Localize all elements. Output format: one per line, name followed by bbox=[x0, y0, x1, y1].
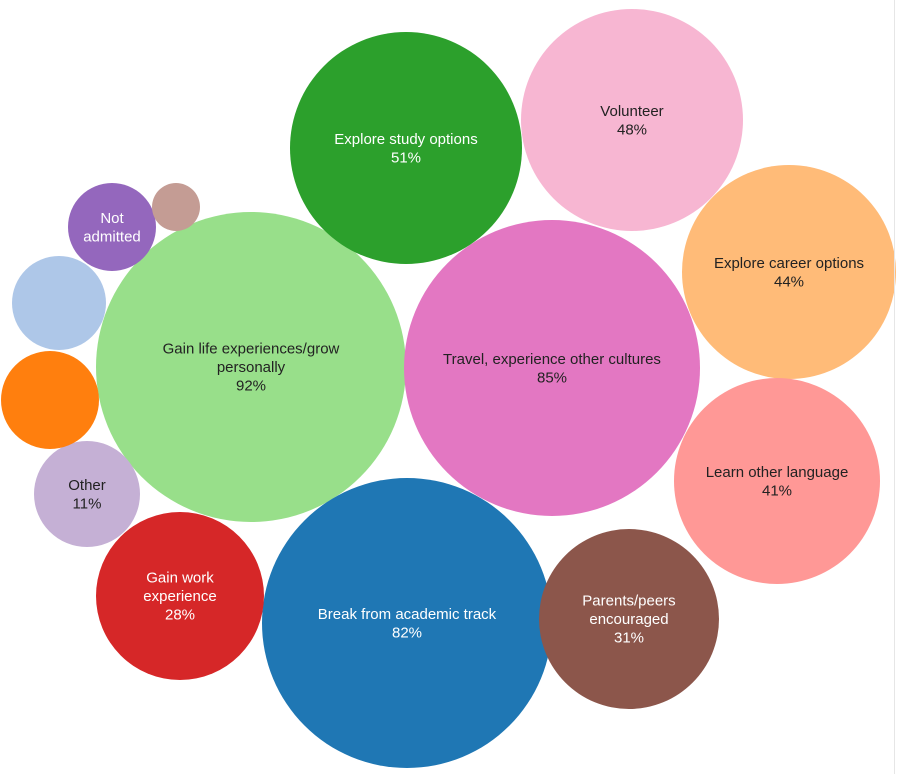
bubble-value: 92% bbox=[236, 378, 266, 395]
bubble-circle bbox=[539, 529, 719, 709]
bubble-circle bbox=[404, 220, 700, 516]
right-edge-divider bbox=[894, 0, 895, 774]
bubble-circle bbox=[682, 165, 896, 379]
bubble-circle bbox=[68, 183, 156, 271]
bubble-label: Learn other language bbox=[706, 464, 849, 481]
bubble-value: 31% bbox=[614, 630, 644, 647]
bubble-label: Parents/peers bbox=[582, 593, 675, 610]
bubble-circle bbox=[152, 183, 200, 231]
bubble-label: Other bbox=[68, 477, 106, 494]
bubble-circle bbox=[674, 378, 880, 584]
bubble-circle bbox=[521, 9, 743, 231]
bubble-label: Gain work bbox=[146, 570, 214, 587]
bubble-circle bbox=[12, 256, 106, 350]
bubble-circle bbox=[34, 441, 140, 547]
bubble-11 bbox=[1, 351, 99, 449]
bubble-label: personally bbox=[217, 359, 286, 376]
bubble-circle bbox=[96, 212, 406, 522]
bubble-value: 48% bbox=[617, 121, 647, 138]
bubble-value: 28% bbox=[165, 607, 195, 624]
bubble-label: experience bbox=[143, 588, 216, 605]
bubble-label: Gain life experiences/grow bbox=[163, 341, 340, 358]
bubble-label: Volunteer bbox=[600, 103, 663, 120]
bubble-value: 82% bbox=[392, 624, 422, 641]
bubble-value: 51% bbox=[391, 149, 421, 166]
bubble-label: Explore career options bbox=[714, 255, 864, 272]
bubble-label: Break from academic track bbox=[318, 606, 497, 623]
bubble-label: Travel, experience other cultures bbox=[443, 351, 661, 368]
bubble-label: admitted bbox=[83, 228, 141, 245]
bubble-12 bbox=[12, 256, 106, 350]
bubble-label: Explore study options bbox=[334, 131, 477, 148]
bubble-label: encouraged bbox=[589, 611, 668, 628]
bubble-value: 11% bbox=[73, 495, 102, 512]
bubble-circle bbox=[290, 32, 522, 264]
bubble-value: 44% bbox=[774, 273, 804, 290]
bubble-circle bbox=[262, 478, 552, 768]
bubble-circle bbox=[96, 512, 264, 680]
bubble-13 bbox=[152, 183, 200, 231]
bubble-value: 41% bbox=[762, 482, 792, 499]
bubble-label: Not bbox=[100, 210, 124, 227]
bubble-circle bbox=[1, 351, 99, 449]
bubble-value: 85% bbox=[537, 369, 567, 386]
